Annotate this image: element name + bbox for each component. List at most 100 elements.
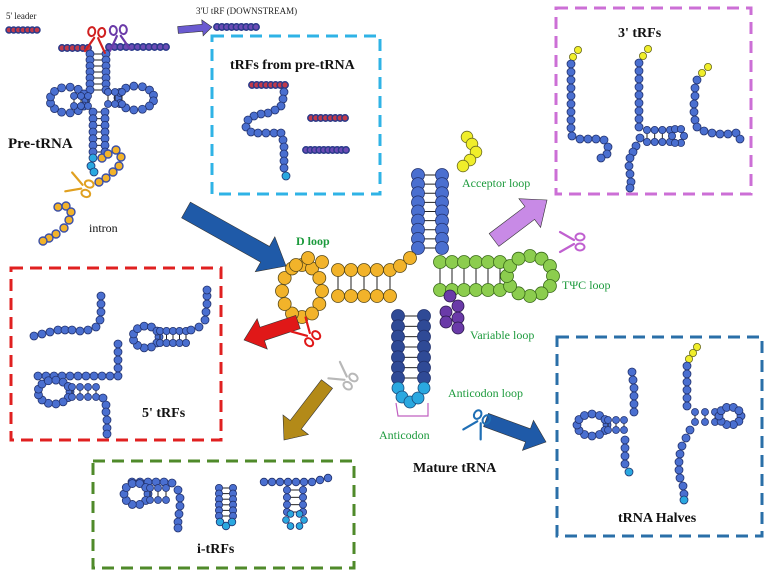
d-loop-bead — [57, 107, 67, 117]
stem-bead — [92, 383, 100, 391]
d-loop-bead — [580, 411, 589, 420]
stem-bead — [445, 255, 459, 269]
scissors-icon — [462, 409, 492, 441]
box-trna-halves — [555, 335, 764, 538]
variable-loop-bead — [443, 289, 457, 303]
label-trfs-from-pre-trna: tRFs from pre-tRNA — [230, 58, 356, 73]
label-intron: intron — [89, 221, 118, 235]
stem-bead — [298, 500, 307, 509]
scissor-handle — [472, 409, 483, 420]
fragment-bead — [731, 128, 741, 138]
fragment-bead — [194, 322, 204, 332]
tpsic-loop-bead — [137, 82, 147, 92]
fragment-bead — [33, 371, 43, 381]
fragment-bead — [45, 327, 55, 337]
arrow-pre-to-mature — [181, 201, 287, 273]
anticodon-bead — [417, 381, 431, 395]
stem-bead — [620, 416, 628, 424]
stem-bead — [111, 88, 119, 96]
stem-bead — [84, 102, 92, 110]
scissors-icon — [83, 26, 107, 54]
label-tpsic-loop: TΨC loop — [562, 278, 611, 292]
fragment-bead — [96, 291, 106, 301]
scissor-blade — [64, 187, 83, 193]
stem-bead — [298, 485, 307, 494]
stem-bead — [282, 485, 291, 494]
fragment-bead — [681, 433, 691, 443]
fragment-bead — [625, 153, 635, 163]
d-loop-bead — [275, 284, 289, 298]
scissor-handle — [348, 372, 359, 383]
anticodon-bead — [282, 516, 290, 524]
stem-bead — [691, 418, 699, 426]
label-3u-trf: 3'U tRF (DOWNSTREAM) — [196, 6, 297, 16]
d-loop-bead — [312, 297, 327, 311]
cca-bead — [456, 159, 470, 173]
d-loop-bead — [43, 376, 53, 386]
scissor-handle — [574, 242, 586, 252]
stem-bead — [457, 283, 471, 297]
cca-bead — [569, 53, 578, 62]
fragment-bead — [113, 347, 123, 357]
anticodon-bead — [679, 495, 689, 505]
fragment-bead — [267, 477, 277, 487]
stem-bead — [298, 493, 307, 502]
stem-bead — [435, 241, 449, 255]
stem-bead — [457, 255, 471, 269]
fragment-bead — [634, 98, 644, 108]
loop-bead — [680, 131, 689, 140]
stem-bead — [282, 493, 291, 502]
tpsic-loop-bead — [534, 286, 549, 301]
fragment-bead — [200, 315, 210, 325]
trailer-bead — [162, 43, 170, 51]
fragment-bead — [283, 477, 293, 487]
fragment-bead — [629, 391, 639, 401]
fragment-bead — [675, 449, 685, 459]
d-loop-bead — [587, 409, 597, 419]
anticodon-bead — [286, 510, 295, 518]
trailer-bead — [252, 23, 260, 31]
intron-bead — [59, 223, 69, 233]
scissor-handle — [97, 26, 107, 38]
fragment-bead — [37, 329, 47, 339]
fragment-bead — [602, 149, 612, 159]
stem-bead — [650, 126, 659, 135]
fragment-bead — [682, 385, 692, 395]
fragment-bead — [113, 355, 123, 365]
box-5-trfs — [9, 266, 223, 442]
fragment-bead — [75, 326, 85, 336]
fragment-bead — [97, 371, 107, 381]
stem-bead — [433, 255, 447, 269]
intron-bead — [101, 173, 111, 183]
tpsic-loop-bead — [145, 101, 154, 111]
scissor-blade — [327, 377, 346, 381]
intron-bead — [53, 202, 63, 212]
fragment-bead — [83, 325, 93, 335]
fragment-bead — [634, 66, 644, 76]
label-trna-halves: tRNA Halves — [618, 511, 697, 526]
loop-bead — [671, 138, 680, 147]
fragment-bead — [629, 399, 639, 409]
fragment-bead — [173, 485, 183, 495]
d-loop-bead — [57, 83, 67, 93]
fragment-bead — [566, 75, 576, 85]
fragment-bead — [635, 133, 645, 143]
d-loop-bead — [277, 271, 292, 285]
anticodon-bead — [227, 517, 237, 527]
fragment-bead — [690, 83, 700, 93]
tpsic-loop-bead — [734, 406, 744, 416]
intron-bead — [111, 145, 121, 155]
intron-bead — [61, 201, 71, 211]
fragment-bead — [566, 91, 576, 101]
scissor-blade — [462, 420, 479, 431]
d-loop-bead — [51, 399, 61, 409]
label-d-loop: D loop — [296, 234, 330, 248]
fragment-bead — [583, 134, 593, 144]
fragment-bead — [101, 407, 111, 417]
fragment-bead — [249, 111, 259, 121]
d-loop-bead — [587, 431, 597, 441]
fragment-bead — [689, 107, 699, 117]
stem-bead — [118, 100, 126, 108]
stem-bead — [643, 137, 652, 146]
fragment-bead — [566, 67, 576, 77]
